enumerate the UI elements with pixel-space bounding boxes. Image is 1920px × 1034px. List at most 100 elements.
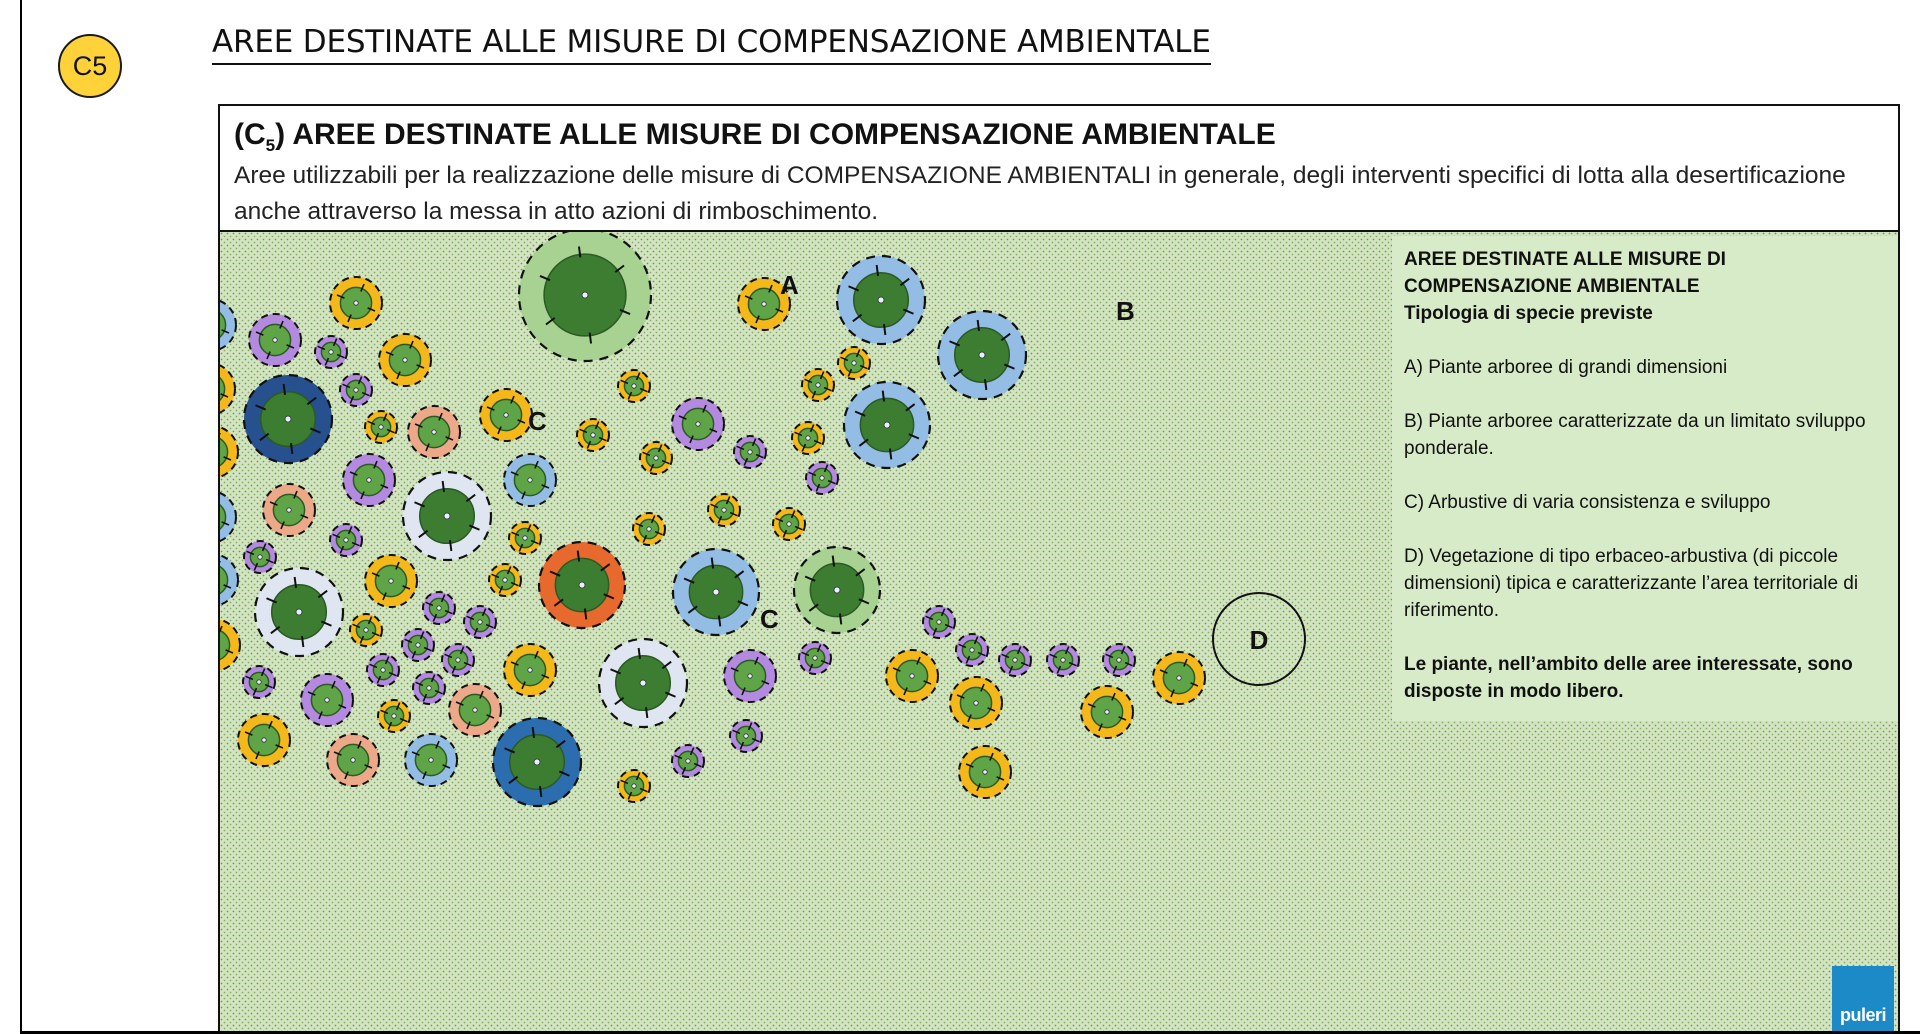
legend-note: Le piante, nell’ambito delle aree intere…	[1404, 654, 1853, 702]
tree-symbol-lavender	[671, 744, 705, 778]
tree-symbol-lightblue	[842, 380, 932, 470]
tree-symbol-yellow	[508, 521, 542, 555]
tree-symbol-lavender	[729, 719, 763, 753]
tree-symbol-yellow	[707, 493, 741, 527]
tree-symbol-yellow	[801, 368, 835, 402]
tree-symbol-yellow	[791, 421, 825, 455]
legend-item-a: A) Piante arboree di grandi dimensioni	[1404, 357, 1728, 378]
tree-symbol-yellow	[488, 563, 522, 597]
tree-symbol-lightgreen	[792, 545, 882, 635]
tree-symbols	[220, 232, 1206, 808]
label-d: D	[1250, 625, 1269, 655]
tree-symbol-lavender	[798, 641, 832, 675]
header-description: Aree utilizzabili per la realizzazione d…	[234, 162, 1846, 225]
legend-title-line2: COMPENSAZIONE AMBIENTALE	[1404, 276, 1700, 297]
label-c-left: C	[528, 406, 547, 436]
tree-symbol-yellow	[220, 618, 241, 672]
tree-symbol-lightblue	[671, 547, 761, 637]
section-badge: C5	[58, 34, 122, 98]
page-left-border	[20, 0, 22, 1034]
tree-symbol-orange	[537, 540, 627, 630]
header-title-rest: ) AREE DESTINATE ALLE MISURE DI COMPENSA…	[275, 118, 1276, 151]
tree-symbol-lavender	[314, 335, 348, 369]
legend-item-b: B) Piante arboree caratterizzate da un l…	[1404, 411, 1866, 459]
tree-symbol-darkblue	[242, 373, 334, 465]
tree-symbol-yellow	[220, 364, 236, 414]
tree-symbol-lavender	[401, 628, 435, 662]
tree-symbol-yellow	[503, 643, 557, 697]
tree-symbol-lightblue	[220, 491, 237, 543]
tree-symbol-paleblue	[597, 637, 689, 729]
tree-symbol-lavender	[422, 591, 456, 625]
tree-symbol-salmon	[448, 683, 502, 737]
puleri-logo: puleri	[1832, 966, 1894, 1031]
legend-item-d: D) Vegetazione di tipo erbaceo-arbustiva…	[1404, 546, 1859, 621]
tree-symbol-lavender	[463, 605, 497, 639]
tree-symbol-lightblue	[220, 554, 239, 606]
tree-symbol-lavender	[242, 665, 276, 699]
tree-symbol-blue	[491, 716, 583, 808]
tree-symbol-lavender	[733, 435, 767, 469]
legend-item-c: C) Arbustive di varia consistenza e svil…	[1404, 492, 1771, 513]
label-b: B	[1116, 296, 1135, 326]
tree-symbol-salmon	[326, 733, 380, 787]
tree-symbol-yellow	[220, 426, 239, 478]
tree-symbol-lightblue	[220, 299, 237, 351]
tree-symbol-yellow	[237, 713, 291, 767]
legend-subtitle: Tipologia di specie previste	[1404, 303, 1653, 324]
tree-symbol-yellow	[958, 745, 1012, 799]
page-title: AREE DESTINATE ALLE MISURE DI COMPENSAZI…	[212, 24, 1211, 65]
tree-symbol-lavender	[300, 673, 354, 727]
tree-symbol-yellow	[576, 418, 610, 452]
tree-symbol-salmon	[407, 405, 461, 459]
tree-symbol-lavender	[723, 649, 777, 703]
tree-symbol-yellow	[349, 613, 383, 647]
tree-symbol-yellow	[1080, 685, 1134, 739]
tree-symbol-yellow	[377, 699, 411, 733]
tree-symbol-lavender	[339, 373, 373, 407]
tree-symbol-lightgreen	[517, 232, 653, 363]
tree-symbol-lavender	[922, 605, 956, 639]
tree-symbol-paleblue	[401, 470, 493, 562]
tree-symbol-yellow	[737, 277, 791, 331]
tree-symbol-lavender	[342, 453, 396, 507]
tree-symbol-yellow	[617, 769, 651, 803]
tree-symbol-yellow	[479, 388, 533, 442]
tree-symbol-lavender	[441, 643, 475, 677]
tree-symbol-lightblue	[404, 733, 458, 787]
tree-symbol-yellow	[378, 333, 432, 387]
tree-symbol-lavender	[998, 643, 1032, 677]
tree-symbol-yellow	[885, 649, 939, 703]
label-c-center: C	[760, 604, 779, 634]
header-box: (C5) AREE DESTINATE ALLE MISURE DI COMPE…	[218, 104, 1900, 232]
tree-symbol-yellow	[364, 554, 418, 608]
tree-symbol-paleblue	[253, 566, 345, 658]
tree-symbol-lavender	[412, 671, 446, 705]
puleri-logo-text: puleri	[1839, 1005, 1887, 1025]
tree-symbol-yellow	[1152, 651, 1206, 705]
tree-symbol-lavender	[1046, 643, 1080, 677]
tree-symbol-lightblue	[936, 309, 1028, 401]
header-title-prefix: (C	[234, 118, 266, 151]
tree-symbol-lavender	[671, 397, 725, 451]
tree-symbol-lavender	[248, 313, 302, 367]
tree-symbol-lightblue	[503, 453, 557, 507]
page-bottom-border	[20, 1031, 1920, 1034]
tree-symbol-lavender	[1102, 643, 1136, 677]
diagram-labels: A B C C D	[528, 270, 1306, 686]
tree-symbol-yellow	[639, 441, 673, 475]
legend-title-line1: AREE DESTINATE ALLE MISURE DI	[1404, 249, 1726, 270]
header-title-subscript: 5	[265, 136, 276, 155]
tree-symbol-yellow	[837, 346, 871, 380]
tree-symbol-yellow	[772, 507, 806, 541]
tree-symbol-lavender	[366, 653, 400, 687]
tree-symbol-lightblue	[835, 254, 927, 346]
tree-symbol-lavender	[955, 633, 989, 667]
tree-symbol-lavender	[805, 461, 839, 495]
tree-symbol-yellow	[632, 512, 666, 546]
tree-symbol-yellow	[617, 369, 651, 403]
tree-symbol-lavender	[243, 540, 277, 574]
tree-symbol-yellow	[364, 410, 398, 444]
legend-panel: AREE DESTINATE ALLE MISURE DI COMPENSAZI…	[1392, 236, 1898, 721]
label-a: A	[780, 270, 799, 300]
